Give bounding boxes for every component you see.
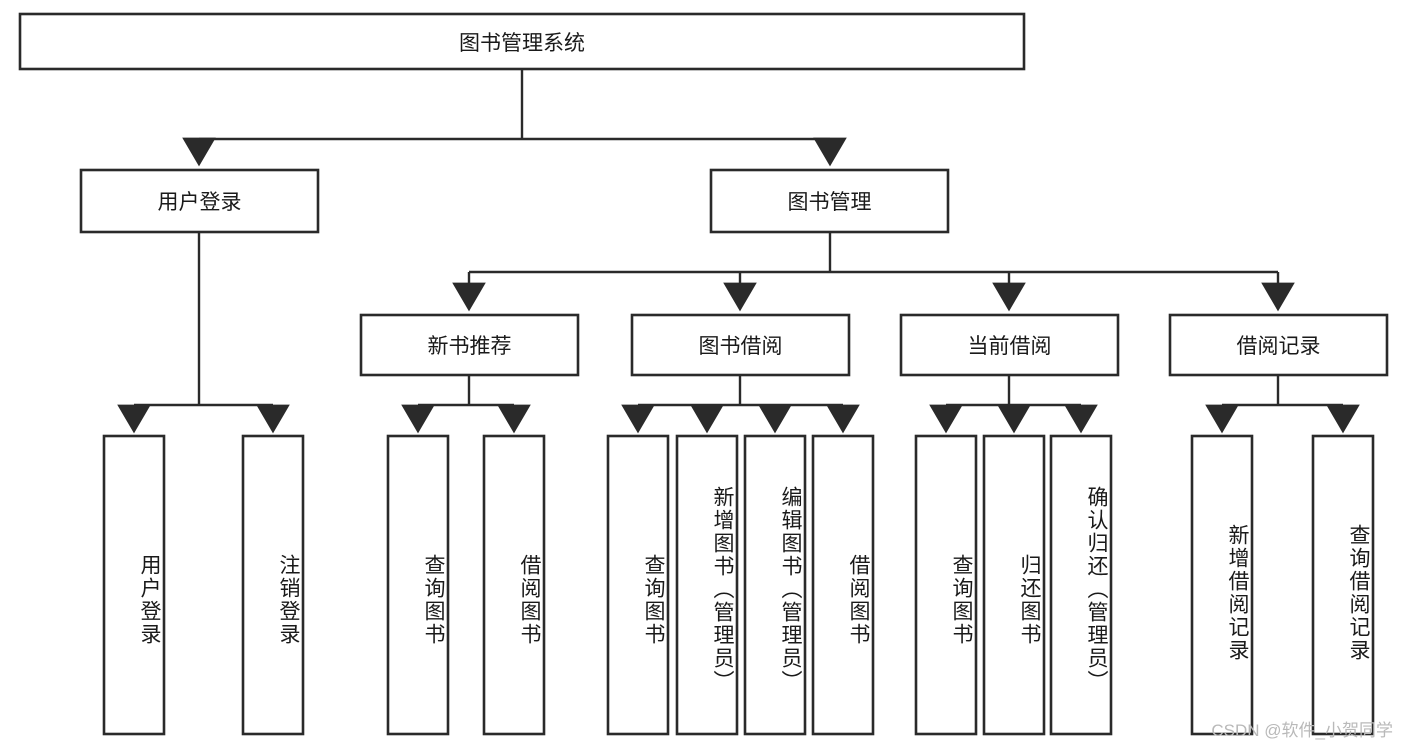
node-book-borrow-box[interactable]	[630, 313, 851, 377]
node-book-manage-box[interactable]	[709, 168, 950, 234]
node-root-box[interactable]	[18, 12, 1026, 71]
node-leaf-return-book-box[interactable]	[982, 434, 1046, 736]
node-user-login-box[interactable]	[79, 168, 320, 234]
node-leaf-query-record-box[interactable]	[1311, 434, 1375, 736]
node-leaf-query-book-1-box[interactable]	[386, 434, 450, 736]
node-new-book-recommend-box[interactable]	[359, 313, 580, 377]
node-leaf-confirm-return-box[interactable]	[1049, 434, 1113, 736]
node-leaf-borrow-book-2-box[interactable]	[811, 434, 875, 736]
node-borrow-record-box[interactable]	[1168, 313, 1389, 377]
node-leaf-query-book-2-box[interactable]	[606, 434, 670, 736]
node-current-borrow-box[interactable]	[899, 313, 1120, 377]
node-leaf-borrow-book-1-box[interactable]	[482, 434, 546, 736]
node-leaf-add-record-box[interactable]	[1190, 434, 1254, 736]
node-leaf-add-book-box[interactable]	[675, 434, 739, 736]
node-leaf-edit-book-box[interactable]	[743, 434, 807, 736]
node-leaf-query-book-3-box[interactable]	[914, 434, 978, 736]
node-leaf-logout-login-box[interactable]	[241, 434, 305, 736]
node-leaf-user-login-box[interactable]	[102, 434, 166, 736]
